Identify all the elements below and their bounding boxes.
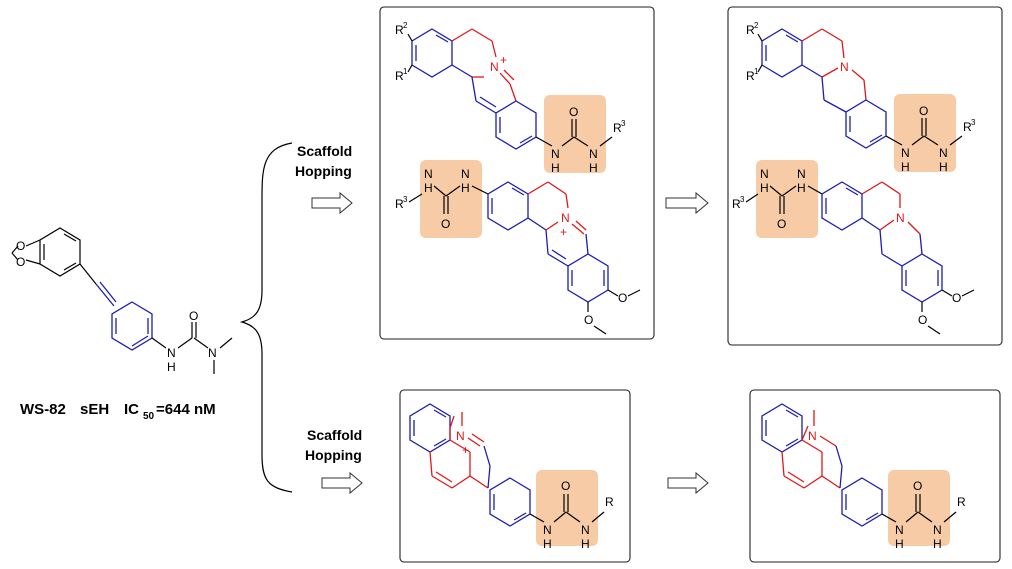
r-label: R bbox=[605, 495, 614, 509]
nitrogen-label: N bbox=[933, 523, 942, 537]
hydrogen-label: H bbox=[589, 161, 598, 175]
r1-superscript: 1 bbox=[754, 67, 759, 76]
hydrogen-label: H bbox=[797, 181, 806, 195]
oxygen-label: O bbox=[16, 255, 25, 269]
lead-compound-code: WS-82 bbox=[20, 401, 66, 418]
berberine-analog-bottom: R 3 N H O N H N + O bbox=[395, 167, 641, 335]
box-tetrahydroberberine-analogs bbox=[727, 6, 1003, 346]
lead-target: sEH bbox=[80, 401, 109, 418]
r3-label: R bbox=[963, 120, 972, 134]
r3-superscript: 3 bbox=[971, 118, 976, 127]
top-hopping-arrow bbox=[311, 191, 353, 215]
r2-superscript: 2 bbox=[403, 21, 408, 30]
oxygen-label: O bbox=[561, 479, 570, 493]
oxygen-label: O bbox=[777, 217, 786, 231]
top-hopping-label-line1: Scaffold bbox=[297, 143, 352, 159]
nitrogen-label: N bbox=[456, 429, 465, 443]
r2-label: R bbox=[395, 23, 404, 37]
hydrogen-label: H bbox=[551, 161, 560, 175]
r2-superscript: 2 bbox=[754, 21, 759, 30]
nitrogen-label: N bbox=[461, 167, 470, 181]
hydrogen-label: H bbox=[895, 537, 904, 551]
hydrogen-label: H bbox=[933, 537, 942, 551]
charge-label: + bbox=[560, 225, 567, 239]
nitrogen-label: N bbox=[589, 147, 598, 161]
nitrogen-label: N bbox=[208, 346, 217, 360]
oxygen-label: O bbox=[569, 105, 578, 119]
hydrogen-label: H bbox=[424, 181, 433, 195]
nitrogen-label: N bbox=[551, 147, 560, 161]
nitrogen-label: N bbox=[840, 60, 849, 74]
hydrogen-label: H bbox=[581, 537, 590, 551]
bottom-hopping-label-line2: Hopping bbox=[305, 447, 362, 463]
charge-label: + bbox=[462, 443, 469, 457]
nitrogen-label: N bbox=[895, 523, 904, 537]
top-hopping-label-line2: Hopping bbox=[295, 163, 352, 179]
oxygen-label: O bbox=[913, 479, 922, 493]
oxygen-label: O bbox=[16, 239, 25, 253]
urea-highlight bbox=[544, 95, 606, 173]
box-berberine-analogs bbox=[379, 6, 655, 340]
hydrogen-label: H bbox=[461, 181, 470, 195]
nitrogen-label: N bbox=[808, 429, 817, 443]
nitrogen-label: N bbox=[760, 167, 769, 181]
r-label: R bbox=[957, 495, 966, 509]
nitrogen-label: N bbox=[543, 523, 552, 537]
urea-highlight bbox=[756, 160, 818, 238]
hydrogen-label: H bbox=[901, 160, 910, 174]
oxygen-label: O bbox=[918, 313, 927, 327]
nitrogen-label: N bbox=[581, 523, 590, 537]
berberine-analog-top: N + R 2 R 1 N H O N H R 3 bbox=[395, 21, 626, 175]
benzophenanthridine-salt: N + N H O N H R bbox=[409, 403, 614, 551]
tetrahydro-analog-top: N R 2 R 1 N H O N H R 3 bbox=[746, 21, 976, 174]
ws82-structure: O O N H O N bbox=[11, 227, 233, 374]
r1-label: R bbox=[395, 69, 404, 83]
nitrogen-label: N bbox=[424, 167, 433, 181]
nitrogen-label: N bbox=[167, 346, 176, 360]
hydrogen-label: H bbox=[939, 160, 948, 174]
nitrogen-label: N bbox=[797, 167, 806, 181]
ic50-prefix: IC bbox=[124, 401, 139, 418]
reduction-arrow-top bbox=[665, 191, 709, 215]
urea-highlight bbox=[888, 470, 950, 546]
r3-superscript: 3 bbox=[403, 195, 408, 204]
oxygen-label: O bbox=[189, 309, 198, 323]
ic50-subscript: 50 bbox=[143, 411, 155, 422]
oxygen-label: O bbox=[441, 217, 450, 231]
branch-brace bbox=[239, 142, 293, 493]
nitrogen-label: N bbox=[939, 146, 948, 160]
oxygen-label: O bbox=[584, 313, 593, 327]
r3-superscript: 3 bbox=[621, 119, 626, 128]
r2-label: R bbox=[746, 23, 755, 37]
hydrogen-label: H bbox=[543, 537, 552, 551]
r3-label: R bbox=[395, 197, 404, 211]
box-dihydrobenzophenanthridine bbox=[749, 389, 1001, 563]
urea-highlight bbox=[894, 94, 956, 172]
nitrogen-label: N bbox=[896, 211, 905, 225]
dihydrobenzophenanthridine: N N H O N H R bbox=[761, 403, 966, 551]
charge-label: + bbox=[500, 53, 507, 67]
box-benzophenanthridine-salt bbox=[399, 389, 631, 563]
tetrahydro-analog-bottom: R 3 N H O N H N O O bbox=[732, 167, 975, 335]
oxygen-label: O bbox=[919, 104, 928, 118]
ic50-value: =644 nM bbox=[156, 401, 216, 418]
nitrogen-label: N bbox=[561, 211, 570, 225]
bottom-hopping-label-line1: Scaffold bbox=[307, 427, 362, 443]
bottom-hopping-arrow bbox=[321, 471, 363, 495]
hydrogen-label: H bbox=[760, 181, 769, 195]
oxygen-label: O bbox=[618, 291, 627, 305]
r1-label: R bbox=[746, 69, 755, 83]
urea-highlight bbox=[536, 470, 598, 546]
reduction-arrow-bottom bbox=[667, 471, 709, 495]
oxygen-label: O bbox=[952, 291, 961, 305]
urea-highlight bbox=[420, 160, 482, 238]
hydrogen-label: H bbox=[167, 360, 176, 374]
r3-label: R bbox=[613, 121, 622, 135]
r1-superscript: 1 bbox=[403, 67, 408, 76]
r3-label: R bbox=[732, 197, 741, 211]
nitrogen-label: N bbox=[901, 146, 910, 160]
r3-superscript: 3 bbox=[740, 195, 745, 204]
nitrogen-label: N bbox=[490, 60, 499, 74]
